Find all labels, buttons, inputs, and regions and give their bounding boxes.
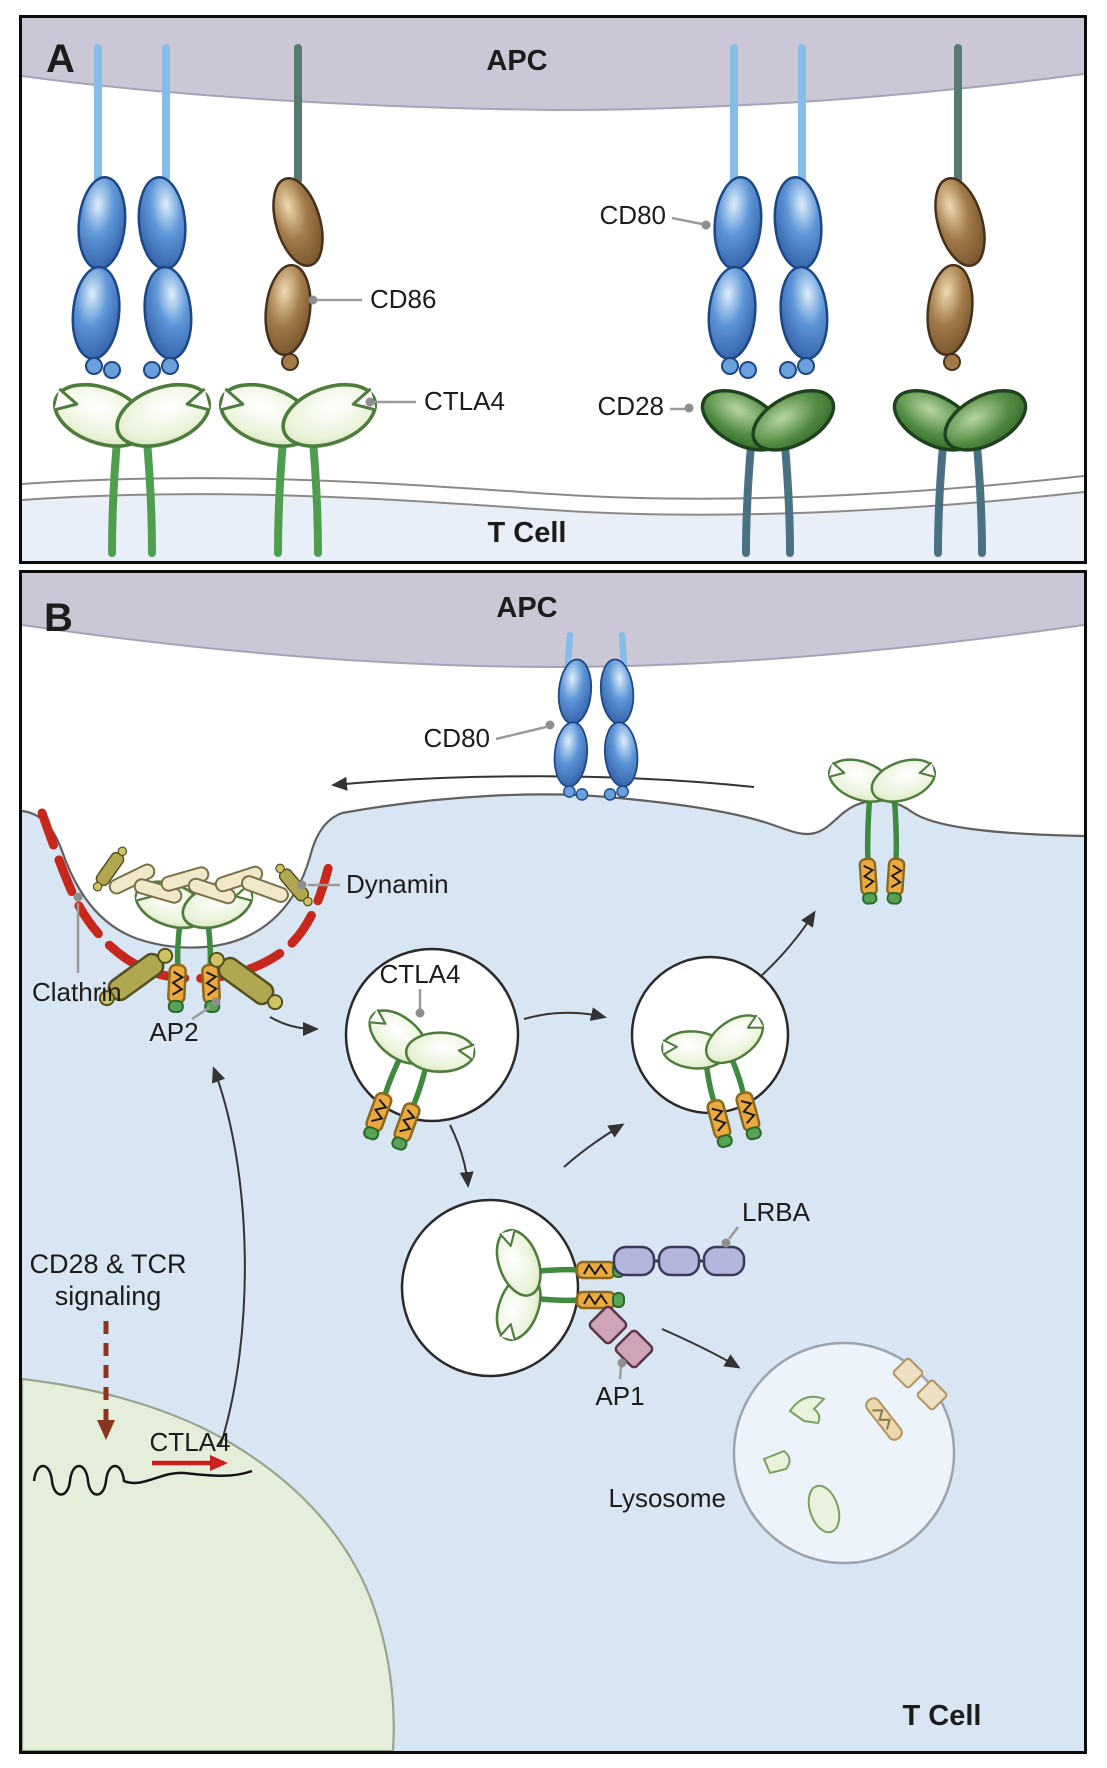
lrba-complex: LRBA — [612, 1197, 811, 1277]
lysosome-label: Lysosome — [608, 1483, 726, 1513]
ctla4-gene: CTLA4 — [32, 1427, 253, 1496]
arrow-vesicle2-to-membrane — [759, 910, 816, 978]
ctla4-molecule — [326, 996, 486, 1153]
lysosome: Lysosome — [608, 1341, 956, 1565]
ctla4-gene-label: CTLA4 — [150, 1427, 231, 1457]
ctla4-vesicle-leader-dot — [415, 1008, 425, 1018]
apc-label-a: APC — [486, 45, 547, 77]
lrba-leader-dot — [721, 1238, 731, 1248]
complex-cd80-cd28: CD80 CD28 — [598, 44, 844, 557]
ctla4-molecule — [212, 373, 383, 458]
cd80-molecule — [551, 658, 642, 800]
ctla4-leader-dot — [365, 397, 375, 407]
arrow-vesicle1-to-vesicle2 — [523, 1007, 607, 1021]
ap2-label: AP2 — [149, 1017, 198, 1047]
complex-cd80-ctla4 — [46, 44, 217, 557]
ctla4-molecule — [652, 1002, 796, 1150]
cd80-on-apc: CD80 — [424, 631, 642, 800]
cd28-label: CD28 — [598, 391, 664, 421]
recycling-arrow — [331, 775, 755, 791]
ap1-leader-dot — [617, 1358, 627, 1368]
dynamin-label: Dynamin — [346, 869, 449, 899]
t-cell-label-b: T Cell — [903, 1700, 982, 1732]
apc-membrane — [22, 18, 1084, 112]
vesicle-3 — [400, 1198, 626, 1378]
cd86-molecule — [260, 171, 333, 372]
cd80-leader-line — [495, 725, 547, 741]
arrow-pit-to-vesicle1 — [269, 1016, 319, 1036]
ctla4-in-pit — [93, 873, 289, 1017]
vesicle-2 — [630, 955, 796, 1150]
lrba-leader-line — [728, 1226, 739, 1240]
clathrin-coat — [37, 808, 335, 983]
panel-a: APC A T Cell CD86 CTLA4 CD80 — [19, 15, 1087, 564]
degraded-ctla4 — [762, 1357, 948, 1534]
cd80-molecule — [703, 175, 833, 378]
t-cell-label-a: T Cell — [488, 517, 567, 549]
panel-a-letter: A — [46, 37, 75, 81]
cd80-leader-dot — [701, 220, 711, 230]
ap1-complex: AP1 — [586, 1303, 656, 1411]
cd86-label: CD86 — [370, 284, 436, 314]
clathrin-label: Clathrin — [32, 977, 122, 1007]
lrba-label: LRBA — [742, 1197, 811, 1227]
ctla4-molecule — [46, 373, 217, 458]
cd28-molecule — [693, 378, 843, 462]
apc-label-b: APC — [496, 592, 557, 624]
signaling-annotation: CD28 & TCR signaling — [29, 1249, 187, 1440]
complex-cd86-cd28 — [885, 44, 1035, 557]
cd80-leader-line — [671, 216, 703, 226]
signaling-label-line2: signaling — [55, 1281, 162, 1311]
cd80-label: CD80 — [600, 200, 666, 230]
cd80-molecule — [67, 175, 197, 378]
signaling-label-line1: CD28 & TCR — [29, 1249, 186, 1279]
ap1-leader-line — [618, 1366, 623, 1380]
cd28-molecule — [885, 378, 1035, 462]
apc-membrane — [22, 573, 1084, 669]
panel-b: APC B CD80 — [19, 570, 1087, 1754]
nucleus — [22, 1377, 395, 1751]
ctla4-label: CTLA4 — [424, 386, 505, 416]
arrow-vesicle1-to-vesicle3 — [449, 1124, 474, 1188]
cd80-leader-dot — [545, 720, 555, 730]
dynamin-leader-dot — [297, 880, 307, 890]
ctla4-recycled — [823, 752, 940, 906]
cd28-leader-dot — [684, 403, 694, 413]
ap2-leader-dot — [211, 997, 221, 1007]
panel-b-letter: B — [44, 596, 73, 640]
dna-squiggle — [32, 1464, 253, 1496]
cd80-label: CD80 — [424, 723, 490, 753]
cd86-molecule — [922, 171, 995, 372]
ap1-label: AP1 — [595, 1381, 644, 1411]
vesicle-1: CTLA4 — [326, 947, 520, 1153]
ctla4-molecule — [489, 1224, 626, 1345]
t-cell-membrane — [22, 475, 1084, 561]
ap2-leader-line — [191, 1005, 211, 1021]
arrow-vesicle3-to-vesicle2 — [563, 1123, 625, 1168]
arrow-new-ctla4-to-membrane — [211, 1066, 246, 1448]
arrow-to-lysosome — [661, 1328, 741, 1369]
cd86-leader-dot — [308, 295, 318, 305]
clathrin-leader-dot — [73, 892, 83, 902]
ctla4-vesicle-label: CTLA4 — [380, 959, 461, 989]
complex-cd86-ctla4: CD86 CTLA4 — [212, 44, 505, 557]
